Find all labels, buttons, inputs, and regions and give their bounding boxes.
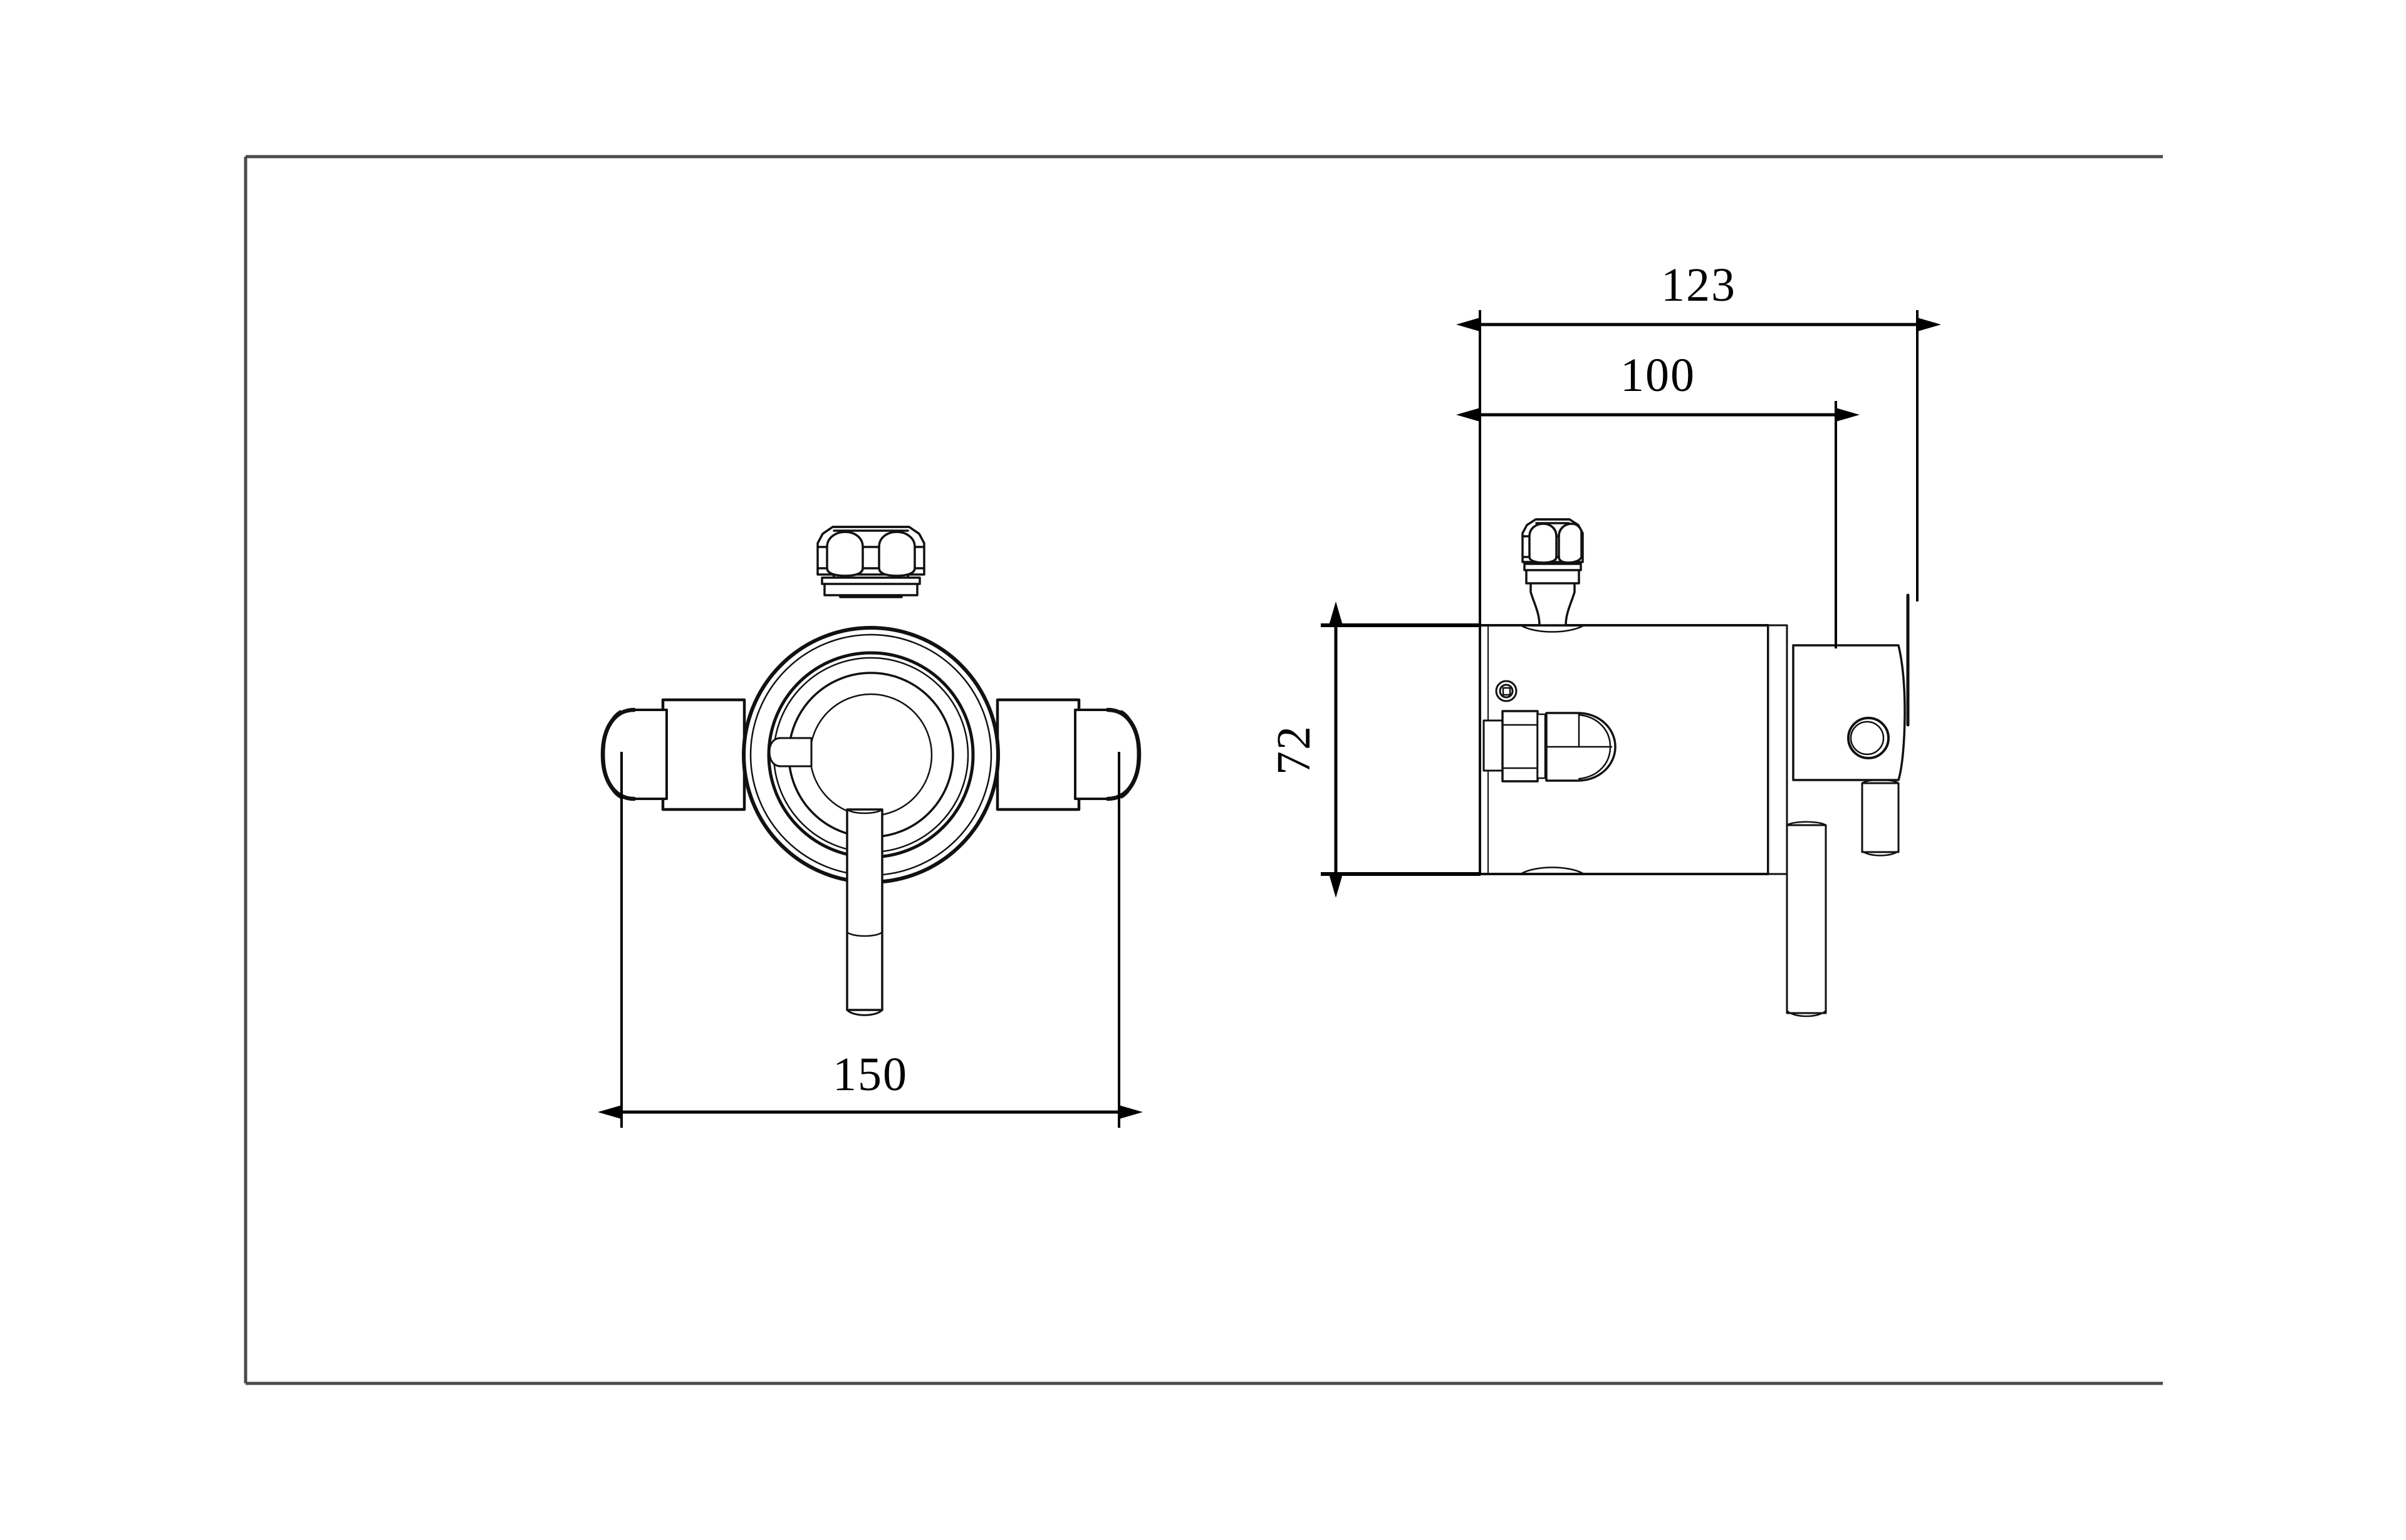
front-boss-cap [768,737,782,767]
front-handle-left-collar [630,709,668,800]
side-mounting-plate [1792,644,1906,781]
side-nut-lobe-right [1558,523,1583,564]
front-lever-bottom-cap [846,1009,883,1016]
dimension-100 [1456,401,1860,648]
side-top-nut [1521,518,1584,627]
dimension-72 [1321,601,1481,898]
front-handle-right-cap [1105,707,1142,801]
dimension-150 [598,752,1143,1128]
mounting-hole-inner [1850,721,1885,756]
front-handle-right [996,698,1142,811]
outlet-pipe-shaft [1861,782,1900,853]
front-handle-left-cap [600,707,637,801]
grub-screw-socket [1502,687,1511,696]
side-flange-step [1767,624,1788,875]
front-handle-left-shank [661,698,746,811]
front-handle-left-cap-inner [603,710,622,799]
side-view [1479,518,1910,1017]
front-handle-right-cap-inner [1120,710,1139,799]
dimension-123 [1456,310,1941,633]
side-knob-hex [1501,710,1539,783]
outlet-pipe-top-curve [1861,779,1900,784]
front-nut-flange [821,576,921,585]
front-top-nut [816,526,925,598]
side-lever-pipe [1786,821,1827,1017]
side-knob-washer [1536,713,1546,779]
front-handle-right-collar [1074,709,1112,800]
front-view [600,526,1142,1016]
drawing-border [244,155,2163,1385]
front-lever-mid-curve [846,931,883,937]
dimension-100-label: 100 [1620,349,1695,402]
lever-pipe-bottom-cap [1786,1009,1827,1017]
dimension-150-label: 150 [833,1048,908,1101]
front-lever-top-curve [846,808,883,814]
side-nut-waist [1529,576,1576,627]
side-outlet-pipe [1861,779,1900,856]
side-outlet-knob [1482,710,1617,783]
side-knob-cap [1482,719,1505,772]
side-nut-lobe-left [1528,523,1558,564]
dimension-123-label: 123 [1661,259,1736,311]
side-nut-flange [1523,563,1582,571]
front-lever-handle [846,808,883,1016]
lever-pipe-top-curve [1786,821,1827,826]
side-body-bottom-curve [1519,866,1585,875]
front-nut-lobe-right [878,531,916,577]
front-boss-shank [778,737,813,767]
side-body-top-curve [1519,624,1585,633]
front-handle-left [600,698,746,811]
mounting-plate-body [1792,644,1906,781]
side-grub-screw [1495,680,1518,702]
front-center-boss [768,737,813,767]
front-handle-right-shank [996,698,1081,811]
front-lever-shaft [846,808,883,1011]
lever-pipe-shaft [1786,824,1827,1014]
dimension-72-label: 72 [1268,725,1320,775]
outlet-pipe-bottom-cap [1861,850,1900,856]
front-nut-lobe-left [826,531,864,577]
